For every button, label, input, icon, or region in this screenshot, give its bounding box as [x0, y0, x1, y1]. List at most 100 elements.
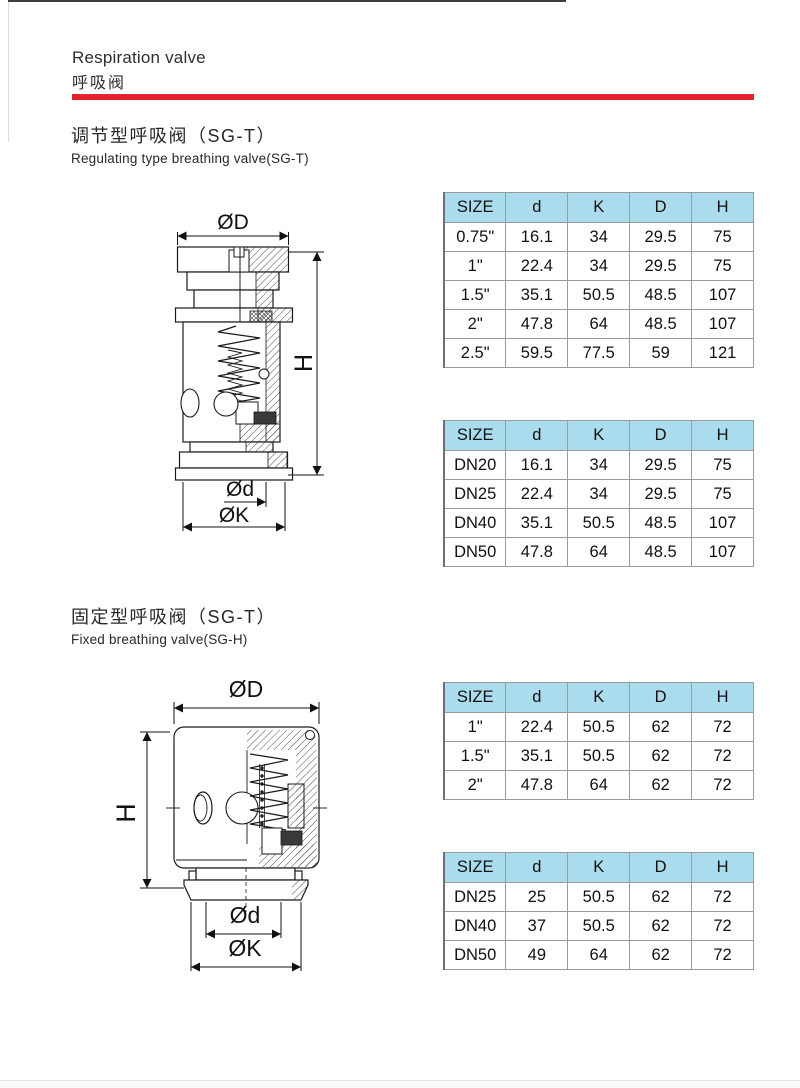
table-cell: 62	[629, 911, 693, 941]
internal-parts	[166, 730, 327, 912]
table-header-cell: H	[691, 682, 754, 713]
section-2-title-cn: 固定型呼吸阀（SG-T）	[71, 607, 276, 627]
table-header-cell: SIZE	[443, 852, 507, 883]
table-cell: 22.4	[505, 479, 569, 509]
table-header-cell: SIZE	[443, 420, 507, 451]
table-cell: 77.5	[567, 338, 631, 368]
table-cell: 16.1	[505, 450, 569, 480]
table-cell: 48.5	[629, 537, 693, 567]
table-cell: 50.5	[567, 741, 631, 771]
dimension-lines	[177, 231, 324, 532]
table-cell: 121	[691, 338, 754, 368]
internal-parts	[180, 246, 277, 425]
red-divider	[72, 94, 754, 100]
seal-block	[280, 830, 303, 846]
page-title-cn: 呼吸阀	[72, 75, 127, 92]
table-header-cell: D	[629, 420, 693, 451]
table-cell: 64	[567, 940, 631, 970]
table-cell: 64	[567, 309, 631, 339]
table-cell: 48.5	[629, 508, 693, 538]
table-cell: 50.5	[567, 508, 631, 538]
table-cell: 22.4	[505, 251, 569, 281]
seal-block	[253, 411, 277, 425]
table-cell: 75	[691, 251, 754, 281]
table-cell: 62	[629, 741, 693, 771]
table-header-cell: K	[567, 192, 631, 223]
guide-block	[287, 783, 305, 829]
table-cell: 34	[567, 479, 631, 509]
top-rule	[8, 0, 566, 2]
table-cell: 29.5	[629, 479, 693, 509]
table-cell: 50.5	[567, 882, 631, 912]
drawing-regulating-breathing-valve: ØD H Ød ØK	[174, 211, 324, 532]
table-header-cell: d	[505, 192, 569, 223]
table-cell: DN50	[443, 537, 507, 567]
table-cell: 50.5	[567, 911, 631, 941]
page-bottom-shadow	[0, 1081, 800, 1088]
table-cell: 72	[691, 882, 754, 912]
table-cell: 1.5"	[443, 741, 507, 771]
table-cell: 107	[691, 508, 754, 538]
table-cell: 107	[691, 280, 754, 310]
section-1-heading: 调节型呼吸阀（SG-T） Regulating type breathing v…	[71, 122, 309, 166]
table-header-cell: K	[567, 420, 631, 451]
table-header-cell: d	[505, 682, 569, 713]
table-cell: 64	[567, 537, 631, 567]
table-header-cell: D	[629, 192, 693, 223]
table-cell: 75	[691, 450, 754, 480]
table-cell: 37	[505, 911, 569, 941]
section-1-title-en: Regulating type breathing valve(SG-T)	[71, 151, 309, 166]
table-cell: DN25	[443, 479, 507, 509]
table-cell: 75	[691, 222, 754, 252]
table-cell: 0.75"	[443, 222, 507, 252]
table-cell: 47.8	[505, 309, 569, 339]
spring	[249, 753, 289, 831]
inner-spring	[226, 349, 244, 402]
dim-label-clamp-diameter: ØK	[228, 935, 262, 961]
table-cell: 50.5	[567, 280, 631, 310]
table-header-cell: d	[505, 420, 569, 451]
stem-dots	[260, 766, 264, 826]
dim-label-clamp-diameter: ØK	[219, 504, 249, 527]
table-cell: 2"	[443, 309, 507, 339]
dimension-lines	[140, 702, 320, 972]
section-1-title-cn: 调节型呼吸阀（SG-T）	[71, 126, 276, 146]
page-title-en: Respiration valve	[72, 48, 206, 67]
table-cell: 107	[691, 537, 754, 567]
section-2-heading: 固定型呼吸阀（SG-T） Fixed breathing valve(SG-H)	[71, 603, 276, 647]
table-cell: 47.8	[505, 537, 569, 567]
table-cell: DN40	[443, 508, 507, 538]
table-cell: 2.5"	[443, 338, 507, 368]
drawing-fixed-breathing-valve: ØD H Ød ØK	[111, 676, 327, 972]
table-cell: 107	[691, 309, 754, 339]
table-cell: 34	[567, 450, 631, 480]
table-header-cell: H	[691, 192, 754, 223]
table-cell: 72	[691, 712, 754, 742]
table-cell: 72	[691, 940, 754, 970]
table-header-cell: H	[691, 852, 754, 883]
table-cell: 2"	[443, 770, 507, 800]
dimension-labels: ØD H Ød ØK	[111, 676, 263, 961]
table-cell: DN20	[443, 450, 507, 480]
table-cell: 59	[629, 338, 693, 368]
table-cell: 29.5	[629, 251, 693, 281]
table-cell: 47.8	[505, 770, 569, 800]
table-header-cell: SIZE	[443, 682, 507, 713]
table-cell: 62	[629, 882, 693, 912]
dim-label-outer-diameter: ØD	[229, 676, 264, 702]
table-cell: DN50	[443, 940, 507, 970]
table-cell: 22.4	[505, 712, 569, 742]
